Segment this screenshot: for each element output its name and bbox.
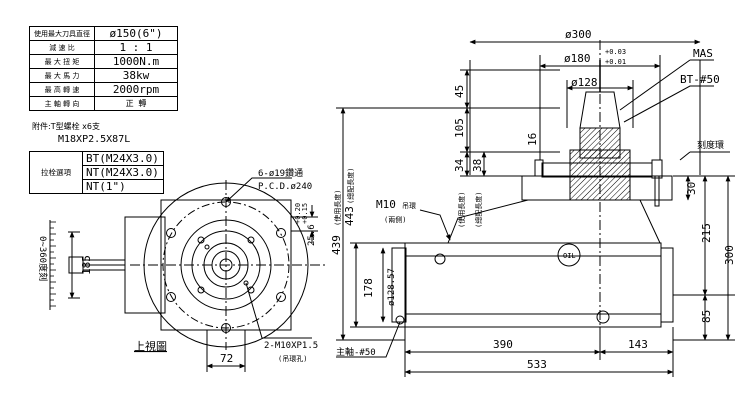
spec-value: 正 轉 [94, 96, 178, 111]
dim-443: 443 [343, 206, 356, 226]
holes-label: 6-ø19鑽通 [258, 167, 303, 179]
tap-label: 2-M10XP1.5 [264, 341, 318, 351]
cross-screw [596, 310, 610, 324]
dim-128: ø128 [571, 76, 598, 89]
top-view [49, 177, 325, 372]
dim-38: 38 [471, 159, 484, 172]
bolt-hole [276, 228, 286, 238]
dim-215: 215 [700, 223, 713, 243]
dim-180-tol-minus: +0.01 [605, 58, 626, 66]
tapped-hole [197, 286, 205, 294]
option-row: NT(M24X3.0) [30, 165, 164, 180]
dim-85: 85 [700, 310, 713, 323]
dim-439: 439 [330, 235, 343, 255]
scale-label: 0~360度刻 [37, 236, 49, 281]
spindle-label: 主軸-#50 [336, 346, 376, 358]
dim-72: 72 [220, 352, 233, 365]
dim-128-57: ø128.57 [387, 268, 397, 306]
view-title: 上視圖 [134, 339, 167, 353]
lift-hole [243, 280, 249, 286]
tap-sub: (吊環孔) [278, 355, 307, 363]
accessory-note: 附件:T型螺栓 x6支 M18XP2.5X87L [32, 120, 130, 146]
end-cap [660, 247, 674, 323]
m10-sub: (兩側) [384, 215, 406, 224]
spec-row: 最 高 轉 速 2000rpm [29, 82, 178, 97]
motor-cap [391, 247, 407, 323]
t-bolt [651, 159, 663, 179]
dim-443-note: (總配長度) [346, 168, 355, 204]
option-value: NT(1") [82, 179, 164, 194]
dim-34: 34 [453, 158, 466, 172]
dim-16: 16 [526, 133, 539, 146]
t-bolt-shank [654, 175, 660, 207]
dim-45: 45 [453, 85, 466, 98]
use-len-note: (使用長度) [457, 192, 466, 228]
lift-hole [204, 244, 210, 250]
taper-shank [579, 91, 621, 129]
spec-value: 2000rpm [94, 82, 178, 97]
tapped-hole [247, 236, 255, 244]
bolt-hole [166, 292, 176, 302]
bt-label: BT-#50 [680, 73, 720, 86]
tol-plus: +0.20 [294, 203, 302, 224]
dim-300-top: ø300 [565, 28, 592, 41]
bolt-hole [166, 228, 176, 238]
dim-143: 143 [628, 338, 648, 351]
spec-row: 最 大 馬 力 38kw [29, 68, 178, 83]
dim-390: 390 [493, 338, 513, 351]
tol-minus: +0.15 [301, 203, 309, 224]
option-label: 拉栓選項 [29, 151, 83, 194]
pcd-label: P.C.D.ø240 [258, 182, 312, 192]
spec-table: 使用最大刀具直徑 ø150(6") 減 速 比 1 : 1 最 大 扭 矩 10… [29, 26, 178, 111]
total-len-note: (總配長度) [474, 192, 483, 228]
option-value: NT(M24X3.0) [82, 165, 164, 180]
mas-label: MAS [693, 47, 713, 60]
spec-row: 主 軸 轉 向 正 轉 [29, 96, 178, 111]
dim-180-tol-plus: +0.03 [605, 48, 626, 56]
bolt-hole [221, 323, 231, 333]
t-bolt [534, 159, 544, 177]
oil-label: OIL [563, 252, 576, 260]
option-table: 拉栓選項 BT(M24X3.0) NT(M24X3.0) NT(1") [29, 151, 164, 194]
cross-screw [395, 315, 405, 325]
spec-label: 主 軸 轉 向 [29, 96, 95, 111]
dim-25-6: 25.6 [307, 224, 317, 246]
option-row: 拉栓選項 BT(M24X3.0) [29, 151, 164, 194]
cross-screw [434, 253, 446, 265]
spec-row: 使用最大刀具直徑 ø150(6") [29, 26, 178, 41]
m10-label: M10 [376, 198, 396, 211]
oil-plug [557, 243, 581, 267]
bolt-hole [276, 292, 286, 302]
dim-30: 30 [685, 182, 698, 195]
spec-row: 減 速 比 1 : 1 [29, 40, 178, 55]
m10-suffix: 吊環 [402, 202, 416, 210]
option-value: BT(M24X3.0) [82, 151, 164, 166]
dim-533: 533 [527, 358, 547, 371]
tapped-hole [197, 236, 205, 244]
dim-178: 178 [362, 278, 375, 298]
accessory-line-1: 附件:T型螺栓 x6支 [32, 122, 100, 131]
side-view [336, 39, 735, 377]
dim-439-note: (使用長度) [333, 190, 342, 226]
dim-185: 185 [80, 255, 93, 275]
scale-ring-label: 刻度環 [697, 139, 724, 151]
option-row: NT(1") [30, 179, 164, 194]
accessory-line-2: M18XP2.5X87L [58, 134, 131, 145]
dim-105: 105 [453, 118, 466, 138]
dim-180: ø180 [564, 52, 591, 65]
dim-300-right: 300 [723, 245, 736, 265]
